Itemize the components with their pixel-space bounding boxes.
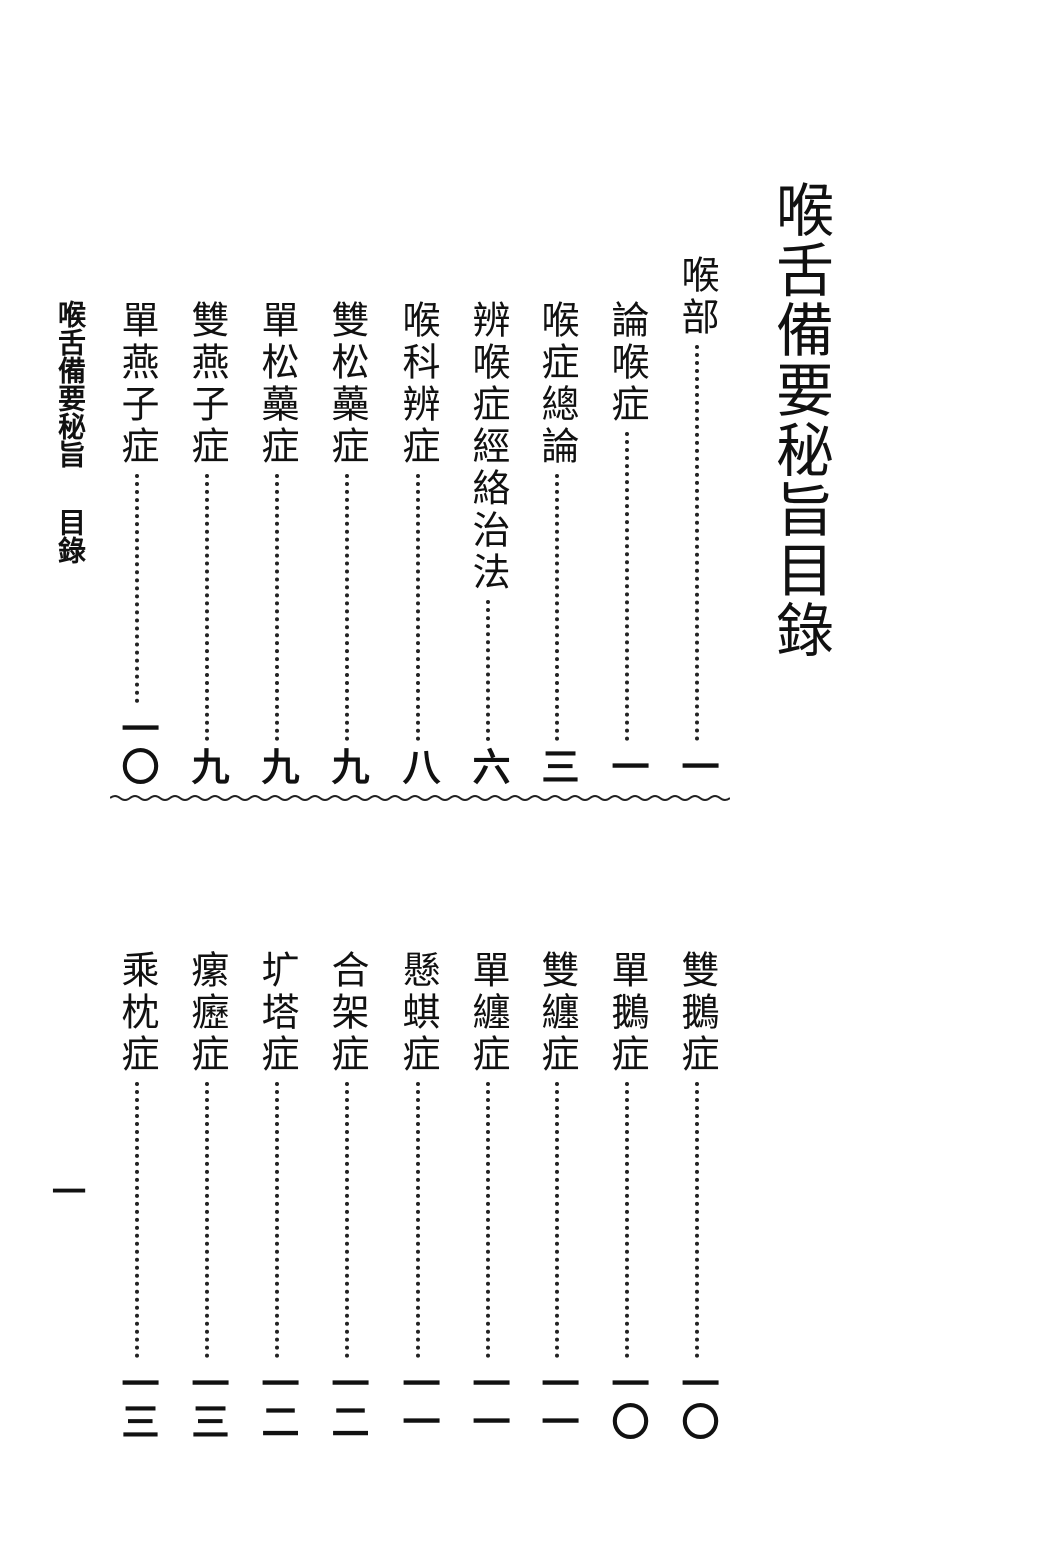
running-head-section: 目錄 bbox=[54, 508, 87, 564]
toc-entry: 雙纏症一一 bbox=[535, 950, 580, 1440]
entry-title: 單燕子症 bbox=[115, 300, 159, 468]
entry-title: 雙纏症 bbox=[535, 950, 579, 1076]
entry-page: 一一 bbox=[535, 1364, 580, 1440]
toc-entry: 單纏症一一 bbox=[466, 950, 511, 1440]
entry-title: 乘枕症 bbox=[115, 950, 159, 1076]
dot-leader bbox=[135, 1082, 139, 1358]
entry-page: 六 bbox=[466, 747, 511, 785]
dot-leader bbox=[555, 474, 559, 741]
entry-page: 一 bbox=[605, 747, 650, 785]
entry-title: 瘰癧症 bbox=[185, 950, 229, 1076]
entry-title: 雙松蘽症 bbox=[325, 300, 369, 468]
dot-leader bbox=[135, 474, 139, 703]
entry-title: 合架症 bbox=[325, 950, 369, 1076]
toc-entry: 雙燕子症九 bbox=[185, 300, 230, 785]
entry-page: 一二 bbox=[325, 1364, 370, 1440]
entry-title: 辨喉症經絡治法 bbox=[466, 300, 510, 594]
page-title: 喉舌備要秘旨目錄 bbox=[766, 180, 834, 660]
entry-page: 九 bbox=[325, 747, 370, 785]
toc-entry: 論喉症一 bbox=[605, 300, 650, 785]
toc-entry: 辨喉症經絡治法六 bbox=[466, 300, 511, 785]
toc-entry: 瘰癧症一三 bbox=[185, 950, 230, 1440]
running-head: 喉舌備要秘旨 目錄 bbox=[54, 300, 88, 564]
entry-title: 圹塔症 bbox=[255, 950, 299, 1076]
dot-leader bbox=[625, 1082, 629, 1358]
entry-page: 一三 bbox=[185, 1364, 230, 1440]
entry-page: 九 bbox=[255, 747, 300, 785]
dot-leader bbox=[416, 474, 420, 741]
section-divider bbox=[110, 795, 730, 801]
entry-page: 九 bbox=[185, 747, 230, 785]
toc-entry: 喉症總論三 bbox=[535, 300, 580, 785]
toc-entry: 合架症一二 bbox=[325, 950, 370, 1440]
toc-entry: 喉科辨症八 bbox=[396, 300, 441, 785]
entry-page: 三 bbox=[535, 747, 580, 785]
toc-entry: 單燕子症一〇 bbox=[115, 300, 160, 785]
page-number: 一 bbox=[52, 1173, 86, 1213]
dot-leader bbox=[205, 474, 209, 741]
toc-entry: 懸蜞症一一 bbox=[396, 950, 441, 1440]
dot-leader bbox=[695, 345, 699, 741]
entry-title: 單鵝症 bbox=[605, 950, 649, 1076]
dot-leader bbox=[275, 474, 279, 741]
dot-leader bbox=[416, 1082, 420, 1358]
running-head-book: 喉舌備要秘旨 bbox=[54, 300, 87, 468]
entry-title: 雙燕子症 bbox=[185, 300, 229, 468]
entry-page: 一〇 bbox=[605, 1364, 650, 1440]
entry-page: 一 bbox=[675, 747, 720, 785]
dot-leader bbox=[486, 1082, 490, 1358]
entry-title: 懸蜞症 bbox=[396, 950, 440, 1076]
entry-page: 一一 bbox=[396, 1364, 441, 1440]
dot-leader bbox=[345, 1082, 349, 1358]
dot-leader bbox=[625, 432, 629, 741]
dot-leader bbox=[695, 1082, 699, 1358]
entry-page: 八 bbox=[396, 747, 441, 785]
entry-title: 雙鵝症 bbox=[675, 950, 719, 1076]
toc-entry: 單松蘽症九 bbox=[255, 300, 300, 785]
toc-entry: 圹塔症一二 bbox=[255, 950, 300, 1440]
dot-leader bbox=[555, 1082, 559, 1358]
dot-leader bbox=[275, 1082, 279, 1358]
entry-title: 論喉症 bbox=[605, 300, 649, 426]
dot-leader bbox=[205, 1082, 209, 1358]
toc-entry: 喉部一 bbox=[675, 255, 720, 785]
entry-title: 喉部 bbox=[675, 255, 719, 339]
toc-entry: 雙松蘽症九 bbox=[325, 300, 370, 785]
toc-entry: 雙鵝症一〇 bbox=[675, 950, 720, 1440]
entry-title: 喉症總論 bbox=[535, 300, 579, 468]
dot-leader bbox=[345, 474, 349, 741]
entry-title: 單松蘽症 bbox=[255, 300, 299, 468]
entry-page: 一〇 bbox=[115, 709, 160, 785]
entry-page: 一二 bbox=[255, 1364, 300, 1440]
entry-page: 一一 bbox=[466, 1364, 511, 1440]
toc-entry: 乘枕症一三 bbox=[115, 950, 160, 1440]
entry-page: 一三 bbox=[115, 1364, 160, 1440]
entry-title: 喉科辨症 bbox=[396, 300, 440, 468]
entry-page: 一〇 bbox=[675, 1364, 720, 1440]
entry-title: 單纏症 bbox=[466, 950, 510, 1076]
toc-entry: 單鵝症一〇 bbox=[605, 950, 650, 1440]
dot-leader bbox=[486, 600, 490, 741]
